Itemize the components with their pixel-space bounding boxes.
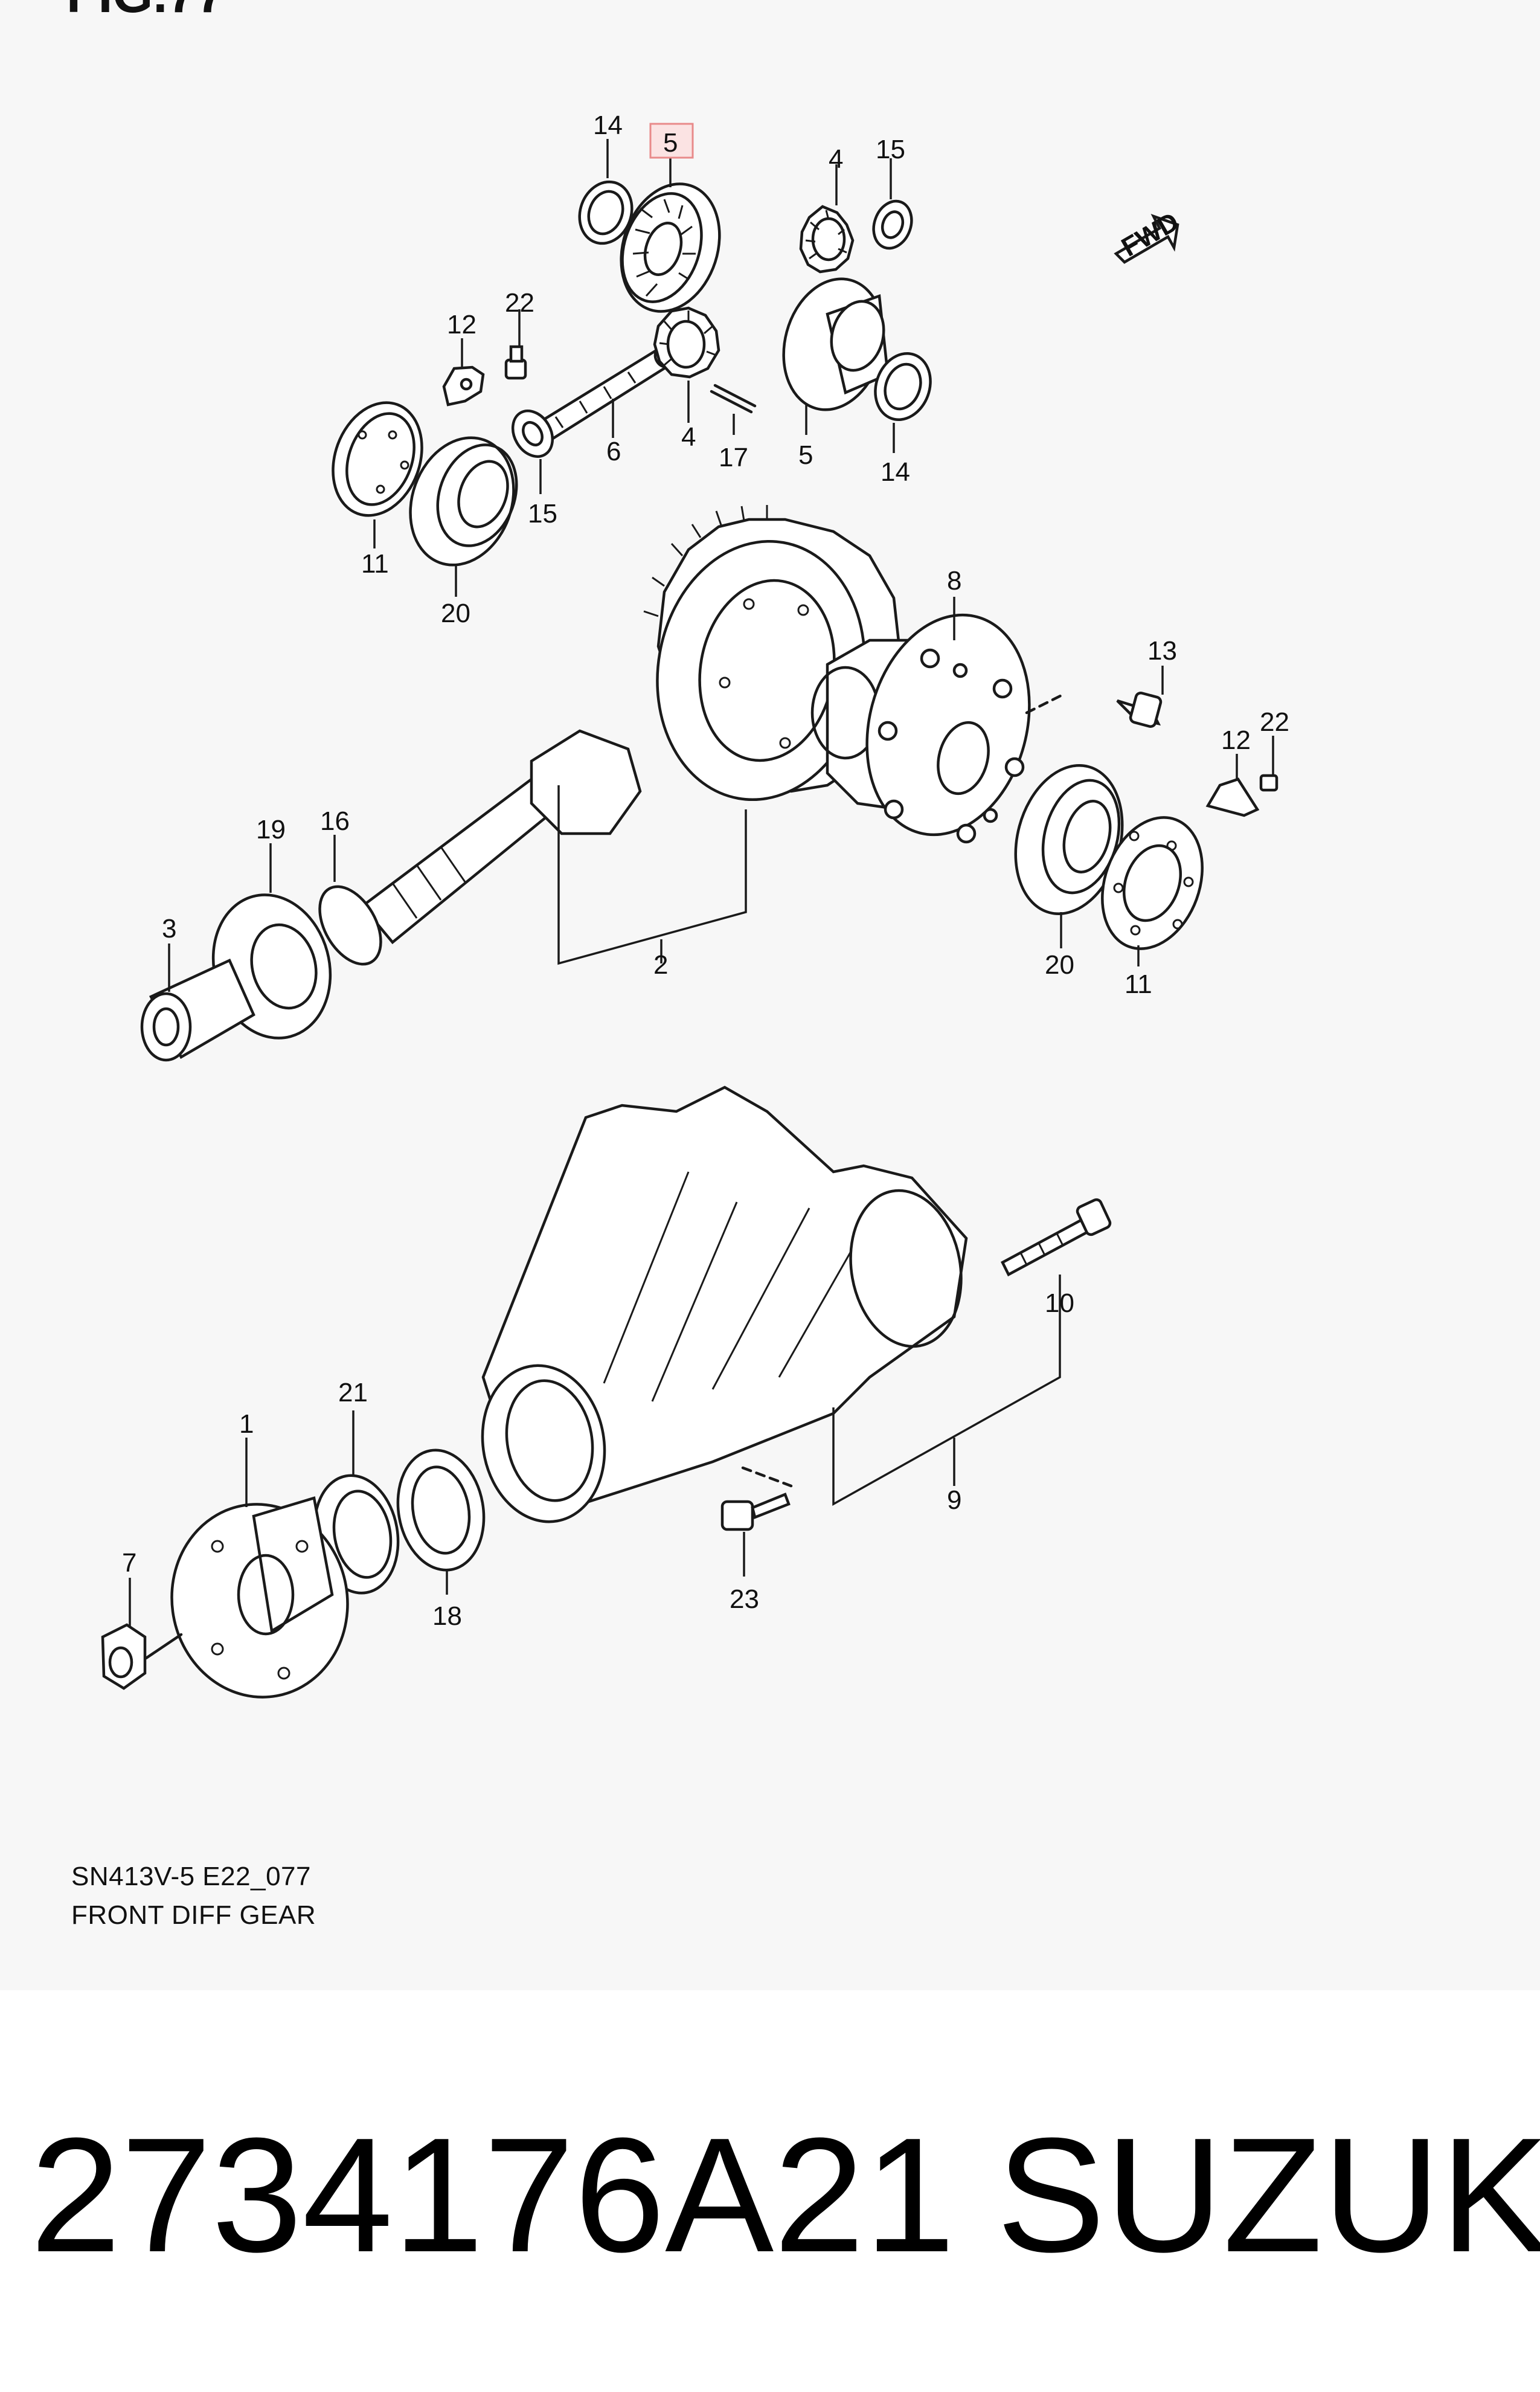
callout-14-right: 14: [881, 457, 910, 487]
bolt-10: [1001, 1198, 1112, 1277]
highlight-box-5: [649, 123, 694, 159]
forward-direction-arrow: FWD: [1114, 207, 1184, 264]
callout-15-top: 15: [876, 135, 905, 164]
brand-name: SUZUKI: [996, 2104, 1540, 2286]
callout-23: 23: [730, 1584, 759, 1614]
bolt-22-top: [504, 345, 527, 380]
differential-case-8: [810, 613, 1031, 844]
callout-7: 7: [122, 1548, 136, 1578]
callout-5-right: 5: [798, 440, 813, 470]
callout-10: 10: [1045, 1288, 1074, 1318]
callout-22-right: 22: [1260, 707, 1289, 737]
callout-5-top: 5: [663, 128, 678, 158]
callout-12-right: 12: [1221, 725, 1251, 755]
diff-housing-9: [481, 1085, 968, 1523]
callout-2: 2: [653, 950, 668, 980]
callout-leaders: [129, 139, 1274, 1628]
callout-13: 13: [1147, 636, 1177, 666]
callout-14-top: 14: [593, 111, 623, 140]
oil-seal-11-top: [332, 401, 423, 517]
callout-11-right: 11: [1125, 969, 1152, 999]
companion-flange-1: [170, 1496, 349, 1699]
bolt-22-right: [1259, 774, 1279, 792]
washer-15-left: [511, 410, 554, 458]
callout-4-middle: 4: [681, 422, 696, 452]
shim-16: [318, 885, 382, 966]
bracket-12-right: [1205, 777, 1260, 817]
pin-17: [710, 384, 757, 414]
bracket-12-top: [442, 365, 485, 407]
callout-1: 1: [239, 1409, 254, 1439]
thrust-washer-14-right: [874, 352, 932, 421]
bearing-18: [396, 1448, 486, 1572]
bearing-20-right: [1014, 764, 1124, 915]
callout-11-top: 11: [361, 549, 389, 579]
bolt-13: [1025, 691, 1163, 728]
diagram-code: SN413V-5 E22_077: [71, 1862, 311, 1891]
callout-8: 8: [947, 566, 961, 596]
bearing-20-top: [409, 436, 518, 567]
callout-22-top: 22: [505, 288, 534, 318]
callout-9: 9: [947, 1485, 961, 1515]
callout-15-left: 15: [528, 499, 557, 529]
fwd-label: FWD: [1117, 207, 1184, 263]
side-gear-5-right: [782, 277, 890, 411]
exploded-parts-diagram: FWD 14: [101, 111, 1289, 1699]
callout-20-top: 20: [441, 599, 470, 628]
callout-19: 19: [256, 815, 286, 844]
pinion-gear-4-middle: [653, 306, 720, 379]
callout-20-right: 20: [1045, 950, 1074, 980]
callout-3: 3: [162, 914, 176, 944]
callout-12-top: 12: [447, 310, 476, 339]
callout-16: 16: [320, 806, 350, 836]
pinion-gear-4-top: [799, 205, 855, 274]
drive-pinion-shaft: [360, 729, 642, 945]
spacer-3: [140, 959, 255, 1062]
diagram-title: FRONT DIFF GEAR: [71, 1900, 316, 1930]
callout-17: 17: [719, 443, 748, 472]
figure-label: FIG.77: [66, 0, 225, 25]
part-number: 2734176A21: [30, 2104, 955, 2286]
callout-6: 6: [606, 437, 621, 466]
nut-7: [101, 1623, 183, 1690]
oil-seal-11-right: [1101, 816, 1204, 950]
bolt-23: [720, 1466, 793, 1531]
bottom-banner: [0, 1990, 1540, 2392]
callout-4-top: 4: [829, 144, 843, 174]
callout-18: 18: [432, 1601, 462, 1631]
washer-15-top: [872, 199, 913, 250]
thrust-washer-14-top: [578, 180, 634, 245]
side-gear-5-top: [620, 182, 721, 313]
callout-numbers: 14 5 4 15 12 22 6 4 17 5 14 15 11 20 8 1…: [122, 111, 1289, 1631]
callout-21: 21: [338, 1378, 368, 1407]
